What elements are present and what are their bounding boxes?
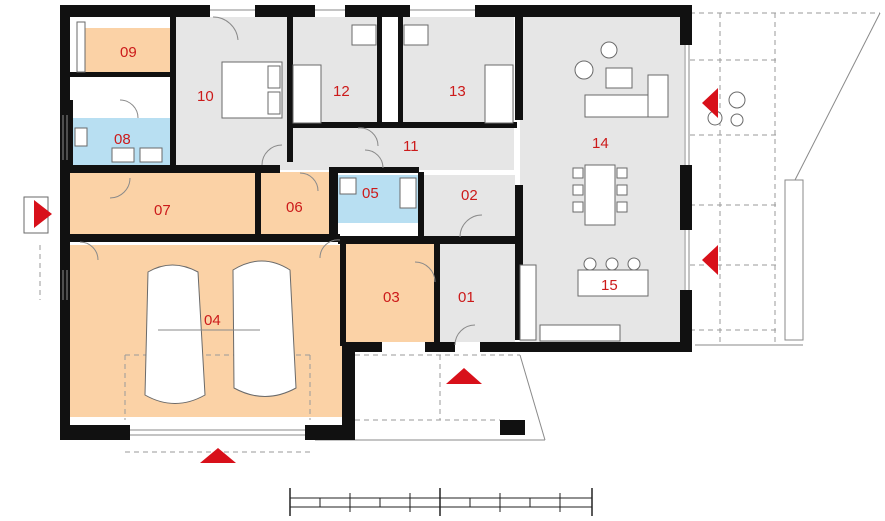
car-left: [144, 264, 206, 404]
room-label-11: 11: [403, 138, 419, 155]
room-01-floor: [440, 244, 515, 342]
scale-bar: [289, 488, 593, 516]
room-label-05: 05: [362, 185, 379, 202]
kitchen-island: [577, 269, 649, 297]
room-06-floor: [261, 172, 329, 234]
room-03-floor: [346, 244, 434, 342]
room-07-floor: [60, 172, 257, 234]
room-label-02: 02: [461, 187, 478, 204]
entrance-marker-east-upper: [702, 88, 718, 118]
room-label-08: 08: [114, 131, 131, 148]
entrance-marker-south-main: [446, 368, 482, 384]
walls: [60, 5, 692, 440]
entrance-marker-west: [23, 196, 52, 234]
room-label-03: 03: [383, 289, 400, 306]
entrance-marker-south-garage: [200, 448, 236, 463]
room-label-15: 15: [601, 277, 618, 294]
entrance-markers: [23, 88, 718, 463]
terrace-outlines: [39, 12, 881, 453]
room-04-floor: [70, 245, 342, 417]
room-label-12: 12: [333, 83, 350, 100]
room-label-07: 07: [154, 202, 171, 219]
room-label-13: 13: [449, 83, 466, 100]
entrance-marker-east-lower: [702, 245, 718, 275]
furniture: [74, 21, 746, 404]
room-label-10: 10: [197, 88, 214, 105]
room-label-09: 09: [120, 44, 137, 61]
doors-windows: [62, 9, 690, 436]
room-09-floor: [83, 28, 175, 72]
room-labels: 09 10 08 12 13 11 14 07 06 05 02 15 04 0…: [114, 44, 618, 329]
single-bed-13: [484, 64, 514, 124]
dining-table: [584, 164, 616, 226]
room-11-floor: [280, 125, 514, 170]
room-02-floor: [423, 175, 515, 237]
room-label-14: 14: [592, 135, 609, 152]
room-label-04: 04: [204, 312, 221, 329]
room-label-06: 06: [286, 199, 303, 216]
car-right: [232, 260, 297, 397]
single-bed-12: [292, 64, 322, 124]
room-label-01: 01: [458, 289, 475, 306]
